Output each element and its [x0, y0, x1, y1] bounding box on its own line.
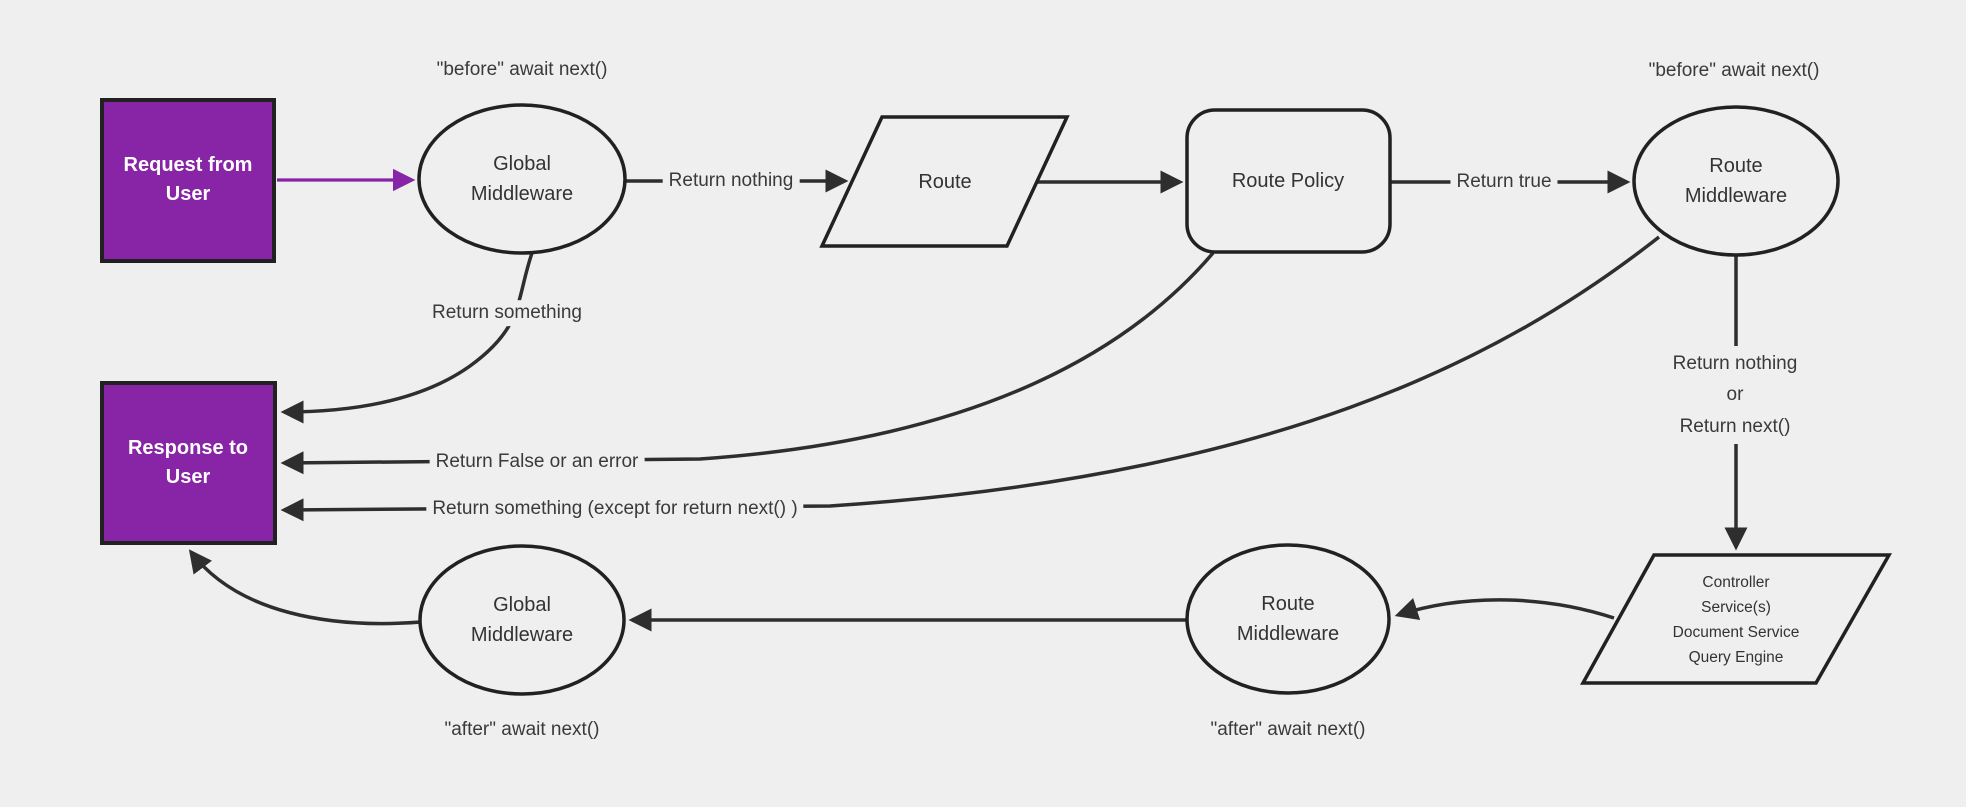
route-node [819, 115, 1070, 248]
edge-controller-to-route-middleware [1394, 598, 1615, 621]
response-to-user-node [100, 381, 277, 545]
global-middleware-bottom-node [418, 544, 626, 696]
edge-global-middleware-to-response [188, 549, 422, 626]
request-from-user-node [100, 98, 276, 263]
global-middleware-top-node [417, 103, 627, 255]
route-policy-node [1185, 108, 1392, 254]
route-middleware-bottom-node [1185, 543, 1391, 695]
route-middleware-top-node [1632, 105, 1840, 257]
edge-return-something-except [280, 235, 1661, 522]
controller-services-node [1580, 553, 1893, 685]
edge-return-something [280, 252, 534, 424]
edge-return-false-or-error [280, 251, 1215, 475]
